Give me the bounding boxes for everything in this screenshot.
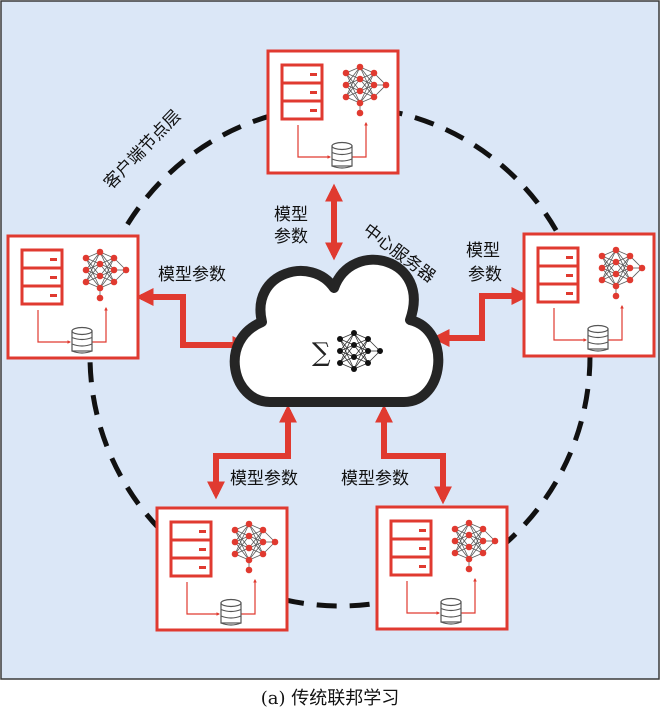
global-model-network-icon [337,330,383,372]
edge-label-top-line2: 参数 [274,227,308,247]
central-server-cloud [229,254,444,407]
edge-label-bottom-left: 模型参数 [230,469,298,489]
client-node-bottom-right [377,507,507,629]
client-node-right [524,234,654,356]
client-node-left [8,236,138,358]
sum-symbol: ∑ [312,338,331,368]
edge-label-left: 模型参数 [158,265,226,285]
federated-learning-diagram: ∑ 客户端节点层 中心服务器 模型 参数 模型参数 模型 参数 模型参数 模型参… [0,0,660,680]
edge-label-top-line1: 模型 [274,205,308,225]
edge-label-bottom-right: 模型参数 [341,469,409,489]
client-node-bottom-left [157,508,287,630]
figure-caption: (a) 传统联邦学习 [260,688,400,709]
connector-right [431,287,530,347]
edge-label-right-line2: 参数 [468,265,502,285]
connector-bottom-left [207,404,297,500]
connector-bottom-right [375,404,452,505]
client-node-top [268,51,398,173]
connector-left [135,288,251,354]
edge-label-right-line1: 模型 [466,241,500,261]
